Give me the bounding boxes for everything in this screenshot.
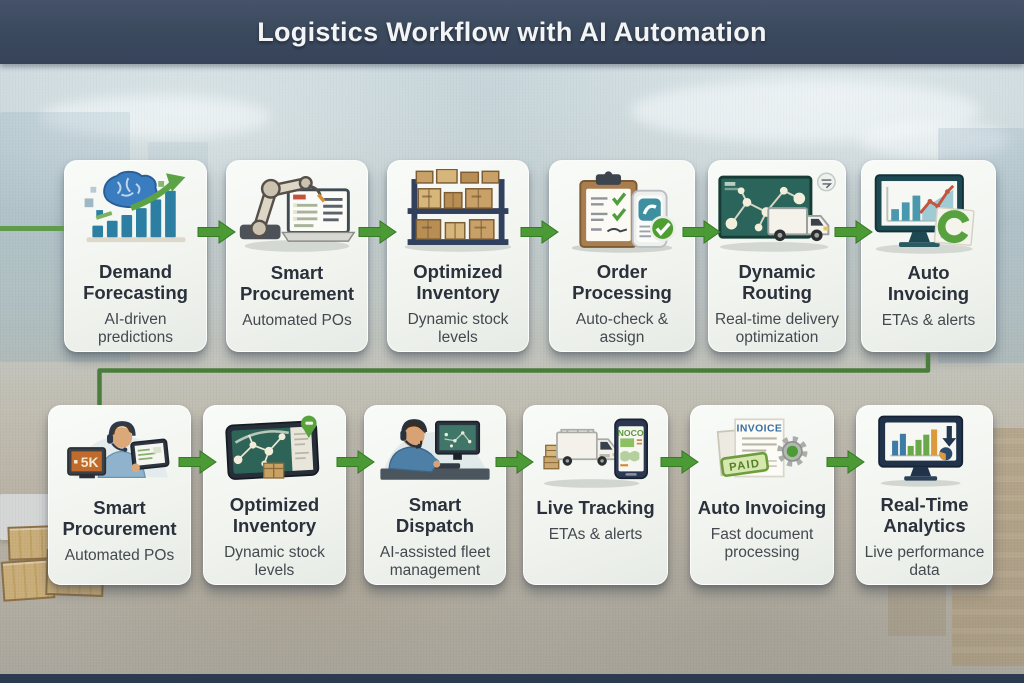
card-subtitle: AI-assisted fleet management [379, 543, 491, 579]
tracking-app-label: NOCO [617, 428, 643, 438]
card-title: Live Tracking [536, 497, 655, 518]
card-title: Smart Procurement [239, 262, 355, 304]
card-subtitle: Dynamic stock levels [224, 543, 325, 579]
card-subtitle: ETAs & alerts [548, 525, 643, 543]
route-map-truck-icon [714, 168, 840, 259]
invoice-title-label: INVOICE [737, 423, 783, 434]
card-auto-invoicing-bottom: INVOICE PAID Auto Invoicing Fast documen… [690, 405, 834, 585]
clipboard-phone-check-icon [559, 168, 685, 259]
card-title: Order Processing [572, 260, 672, 303]
monitor-trend-report-icon [866, 168, 992, 260]
cloud [860, 122, 1010, 158]
card-subtitle: ETAs & alerts [881, 311, 976, 329]
card-subtitle: Automated POs [242, 311, 352, 329]
card-subtitle: AI-driven predictions [98, 310, 173, 346]
card-title: Optimized Inventory [229, 493, 320, 536]
header-banner: Logistics Workflow with AI Automation [0, 0, 1024, 64]
card-title: Auto Invoicing [887, 262, 970, 304]
card-live-tracking: NOCO Live Tracking ETAs & alerts [523, 405, 668, 585]
card-subtitle: Dynamic stock levels [407, 310, 509, 346]
card-dynamic-routing: Dynamic Routing Real-time delivery optim… [708, 160, 846, 352]
dispatcher-workstation-icon [373, 413, 497, 492]
card-smart-dispatch: Smart Dispatch AI-assisted fleet managem… [364, 405, 506, 585]
card-subtitle: Auto-check & assign [575, 310, 669, 346]
card-order-processing: Order Processing Auto-check & assign [549, 160, 695, 352]
card-demand-forecasting: Demand Forecasting AI-driven predictions [64, 160, 207, 352]
analytics-dashboard-icon [863, 413, 987, 492]
card-realtime-analytics: Real-Time Analytics Live performance dat… [856, 405, 993, 585]
card-title: Demand Forecasting [83, 260, 188, 303]
card-subtitle: Live performance data [864, 543, 985, 579]
card-smart-procurement-top: Smart Procurement Automated POs [226, 160, 368, 352]
card-title: Smart Procurement [62, 497, 177, 539]
card-subtitle: Fast document processing [710, 525, 814, 562]
page-title: Logistics Workflow with AI Automation [257, 16, 767, 47]
robot-arm-laptop-icon [234, 168, 360, 260]
card-auto-invoicing-top: Auto Invoicing ETAs & alerts [861, 160, 996, 352]
invoice-paid-gear-icon: INVOICE PAID [700, 413, 824, 495]
warehouse-shelf-icon [395, 168, 521, 259]
card-subtitle: Real-time delivery optimization [714, 310, 840, 346]
card-smart-procurement-bottom: 5K Smart Procurement Automated POs [48, 405, 191, 585]
procurement-screen-label: 5K [80, 454, 98, 470]
paid-stamp-label: PAID [729, 458, 762, 474]
card-title: Real-Time Analytics [880, 493, 969, 536]
support-agent-tablet-icon: 5K [58, 413, 182, 495]
card-optimized-inventory-top: Optimized Inventory Dynamic stock levels [387, 160, 529, 352]
card-title: Optimized Inventory [413, 260, 503, 303]
card-title: Auto Invoicing [697, 497, 827, 518]
truck-phone-tracking-icon: NOCO [534, 413, 658, 495]
card-subtitle: Automated POs [64, 546, 175, 564]
row-connector-line [97, 353, 931, 405]
cloud [40, 96, 270, 138]
brain-bar-chart-icon [73, 168, 199, 259]
tablet-route-map-icon [213, 413, 337, 492]
card-title: Dynamic Routing [738, 260, 816, 303]
bottom-border-strip [0, 674, 1024, 683]
card-title: Smart Dispatch [395, 493, 475, 536]
card-optimized-inventory-bottom: Optimized Inventory Dynamic stock levels [203, 405, 346, 585]
